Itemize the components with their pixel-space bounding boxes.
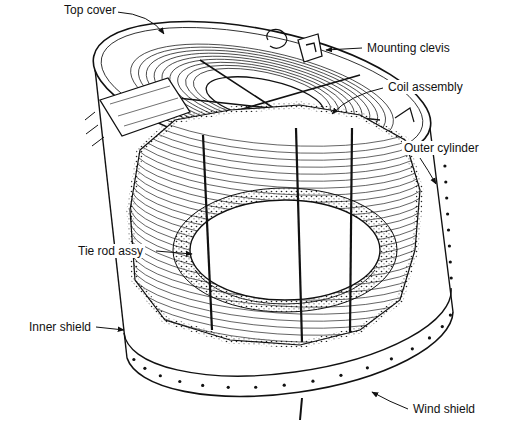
coil-windings bbox=[130, 95, 429, 378]
wind-shield-tab bbox=[300, 398, 302, 420]
rivet bbox=[201, 384, 204, 387]
leader-line bbox=[96, 327, 124, 330]
rivet bbox=[132, 358, 135, 361]
rivet bbox=[227, 386, 230, 389]
tie-rods bbox=[203, 128, 352, 342]
winding-stroke bbox=[130, 137, 429, 189]
winding-stroke bbox=[130, 312, 429, 364]
tie-rod bbox=[350, 128, 352, 332]
rivet bbox=[178, 380, 181, 383]
cylinder-side bbox=[430, 128, 453, 312]
cut-edge-stipple bbox=[130, 105, 420, 345]
leader-line bbox=[332, 88, 383, 114]
bore-inner-edge bbox=[195, 270, 375, 304]
cut-edge bbox=[130, 105, 420, 345]
rivet bbox=[390, 357, 393, 360]
rivet bbox=[143, 367, 146, 370]
rivet bbox=[159, 374, 162, 377]
lead-loop bbox=[267, 29, 287, 48]
rivet bbox=[445, 196, 448, 199]
rivet bbox=[444, 180, 447, 183]
rivet bbox=[366, 366, 369, 369]
mounting-clevis bbox=[298, 34, 322, 62]
winding-stroke bbox=[130, 109, 429, 161]
rivet bbox=[283, 384, 286, 387]
part-label: Tie rod assy bbox=[76, 244, 145, 258]
rivet bbox=[441, 325, 444, 328]
leader-line bbox=[156, 251, 192, 254]
tie-rod bbox=[203, 135, 212, 330]
top-bracket bbox=[395, 108, 414, 122]
leader-line bbox=[117, 12, 164, 34]
rivet bbox=[447, 228, 450, 231]
winding-stroke bbox=[130, 326, 429, 378]
rivet bbox=[339, 374, 342, 377]
rivet bbox=[411, 347, 414, 350]
rivet bbox=[446, 212, 449, 215]
rivet bbox=[448, 244, 451, 247]
rivet bbox=[254, 386, 257, 389]
part-label: Coil assembly bbox=[386, 80, 465, 94]
tie-rod bbox=[296, 128, 302, 342]
rivet bbox=[449, 313, 452, 316]
winding-stroke bbox=[130, 130, 429, 182]
winding-stroke bbox=[130, 144, 429, 196]
part-label: Top cover bbox=[62, 3, 118, 17]
cutaway-ground bbox=[130, 105, 420, 345]
leader-line bbox=[420, 158, 436, 184]
cutaway bbox=[130, 95, 430, 378]
rivet bbox=[443, 164, 446, 167]
leader-lines bbox=[96, 12, 436, 409]
part-label: Wind shield bbox=[411, 402, 477, 416]
part-label: Outer cylinder bbox=[402, 141, 481, 155]
rivet-rows bbox=[132, 148, 453, 389]
leader-line bbox=[326, 48, 362, 50]
rivet bbox=[449, 260, 452, 263]
part-label: Mounting clevis bbox=[365, 41, 452, 55]
rivet bbox=[428, 336, 431, 339]
terminal-lugs bbox=[85, 112, 104, 146]
rivet bbox=[311, 380, 314, 383]
leader-line bbox=[372, 392, 408, 409]
rivet bbox=[450, 276, 453, 279]
part-label: Inner shield bbox=[27, 320, 93, 334]
